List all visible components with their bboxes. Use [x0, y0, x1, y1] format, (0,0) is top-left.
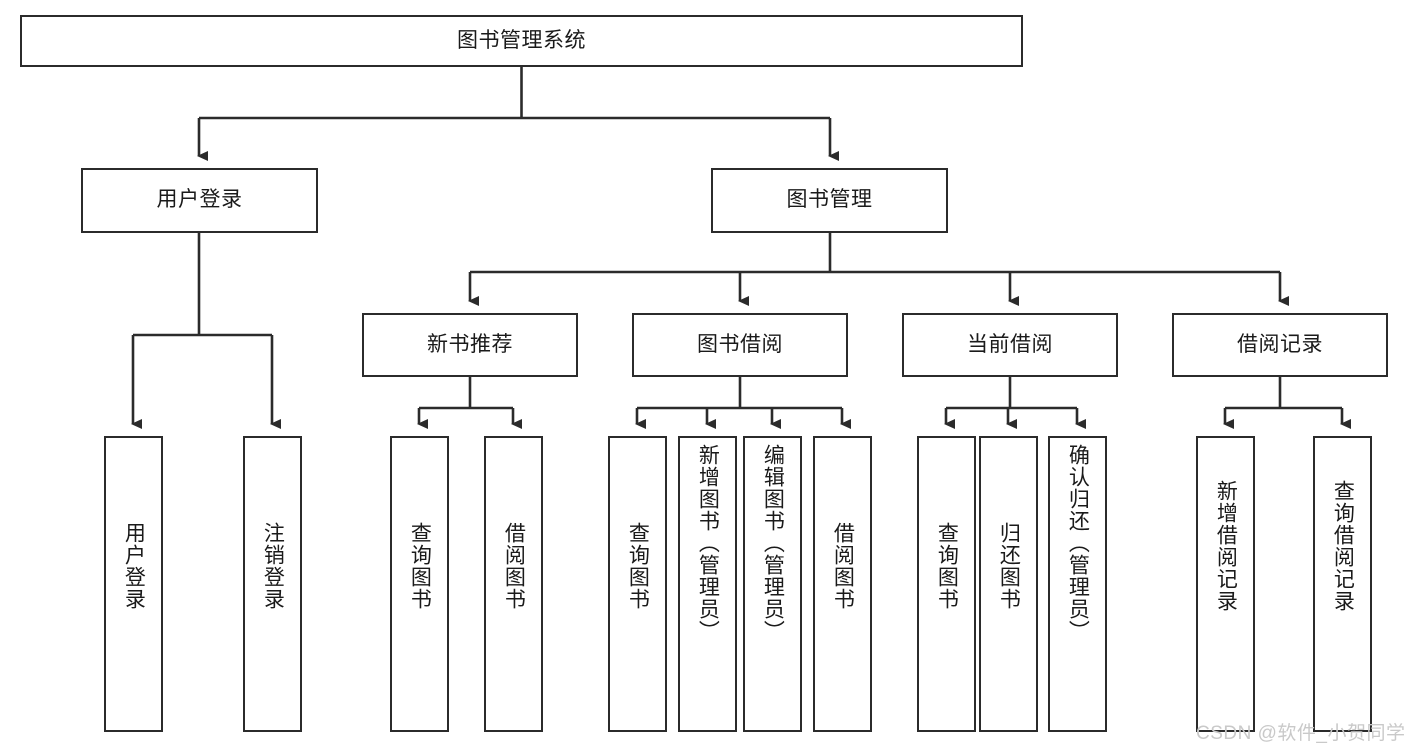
node-user-login-label: 用户登录 [156, 188, 243, 212]
node-root-label: 图书管理系统 [457, 28, 586, 52]
node-user-login[interactable]: 用户登录 [81, 168, 318, 233]
node-leaf-query-book-2-label: 查询图书 [626, 522, 650, 610]
node-borrow-record-label: 借阅记录 [1237, 332, 1323, 356]
node-leaf-add-book[interactable]: 新增图书（管理员） [678, 436, 737, 732]
node-leaf-return-book-label: 归还图书 [997, 522, 1021, 610]
node-leaf-logout[interactable]: 注销登录 [243, 436, 302, 732]
node-leaf-query-book-1[interactable]: 查询图书 [390, 436, 449, 732]
node-leaf-add-record[interactable]: 新增借阅记录 [1196, 436, 1255, 732]
node-leaf-user-login[interactable]: 用户登录 [104, 436, 163, 732]
node-leaf-borrow-book-1-label: 借阅图书 [502, 522, 526, 610]
node-leaf-borrow-book-2[interactable]: 借阅图书 [813, 436, 872, 732]
node-leaf-add-book-label: 新增图书（管理员） [696, 444, 720, 642]
node-leaf-query-record[interactable]: 查询借阅记录 [1313, 436, 1372, 732]
node-book-borrow-label: 图书借阅 [697, 332, 783, 356]
node-current-borrow[interactable]: 当前借阅 [902, 313, 1118, 377]
node-leaf-query-book-3-label: 查询图书 [935, 522, 959, 610]
node-leaf-query-book-3[interactable]: 查询图书 [917, 436, 976, 732]
node-leaf-user-login-label: 用户登录 [122, 522, 146, 610]
node-new-book-rec-label: 新书推荐 [427, 332, 513, 356]
node-leaf-logout-label: 注销登录 [261, 522, 285, 610]
node-leaf-return-book[interactable]: 归还图书 [979, 436, 1038, 732]
node-leaf-edit-book[interactable]: 编辑图书（管理员） [743, 436, 802, 732]
node-leaf-edit-book-label: 编辑图书（管理员） [761, 444, 785, 642]
node-leaf-confirm-return-label: 确认归还（管理员） [1066, 444, 1090, 642]
node-leaf-query-book-2[interactable]: 查询图书 [608, 436, 667, 732]
node-leaf-query-record-label: 查询借阅记录 [1331, 480, 1355, 612]
node-book-manage-label: 图书管理 [786, 188, 873, 212]
node-leaf-borrow-book-1[interactable]: 借阅图书 [484, 436, 543, 732]
node-leaf-confirm-return[interactable]: 确认归还（管理员） [1048, 436, 1107, 732]
node-borrow-record[interactable]: 借阅记录 [1172, 313, 1388, 377]
node-book-borrow[interactable]: 图书借阅 [632, 313, 848, 377]
node-root[interactable]: 图书管理系统 [20, 15, 1023, 67]
node-leaf-query-book-1-label: 查询图书 [408, 522, 432, 610]
node-leaf-add-record-label: 新增借阅记录 [1214, 480, 1238, 612]
node-leaf-borrow-book-2-label: 借阅图书 [831, 522, 855, 610]
node-new-book-rec[interactable]: 新书推荐 [362, 313, 578, 377]
node-book-manage[interactable]: 图书管理 [711, 168, 948, 233]
node-current-borrow-label: 当前借阅 [967, 332, 1053, 356]
